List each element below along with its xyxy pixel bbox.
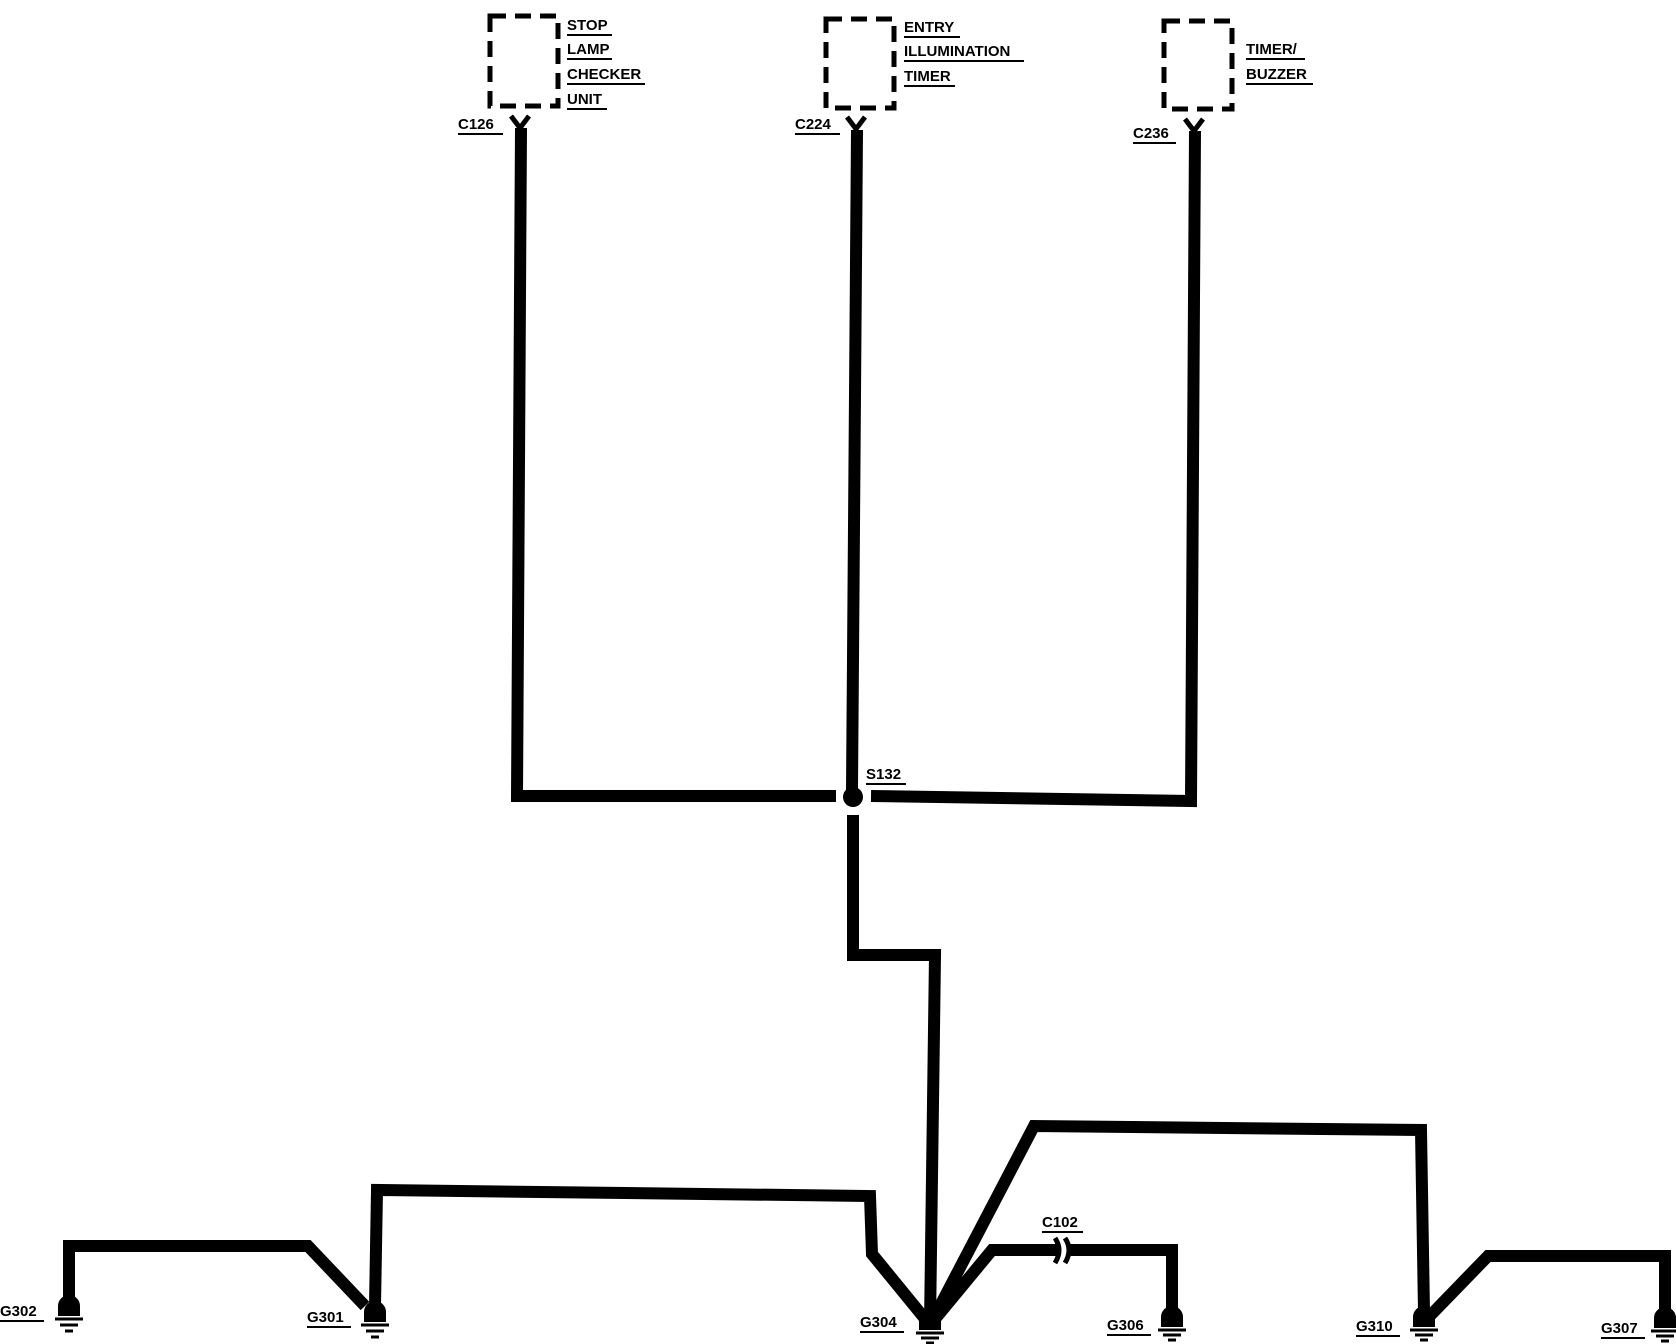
ground-g310-icon — [1410, 1306, 1438, 1342]
wire-g310-branch — [924, 1119, 1430, 1328]
ground-g302-icon — [55, 1295, 83, 1333]
wire-c236-to-s132 — [870, 130, 1201, 808]
svg-text:G301: G301 — [307, 1309, 344, 1326]
stop-lamp-checker-unit-box — [487, 13, 561, 109]
ground-g304-icon — [916, 1309, 944, 1344]
connector-c126-symbol — [509, 114, 531, 133]
svg-text:LAMP: LAMP — [567, 41, 610, 58]
svg-text:STOP: STOP — [567, 17, 608, 34]
connector-c236-symbol — [1183, 117, 1205, 136]
connector-c102-label: C102 — [1042, 1214, 1083, 1233]
ground-g304-label: G304 — [860, 1314, 904, 1333]
svg-text:S132: S132 — [866, 766, 901, 783]
splice-s132-label: S132 — [866, 766, 906, 785]
svg-text:C236: C236 — [1133, 125, 1169, 142]
connector-c126-label: C126 — [458, 116, 503, 135]
wire-s132-to-g304 — [847, 815, 942, 1326]
svg-text:TIMER: TIMER — [904, 68, 951, 85]
ground-g306-label: G306 — [1107, 1317, 1151, 1336]
ground-g307-label: G307 — [1601, 1320, 1645, 1339]
ground-g301-label: G301 — [307, 1309, 351, 1328]
svg-text:C224: C224 — [795, 116, 832, 133]
wire-c224-to-s132 — [846, 129, 863, 791]
ground-g301-icon — [361, 1301, 389, 1339]
svg-text:G304: G304 — [860, 1314, 897, 1331]
svg-text:G310: G310 — [1356, 1318, 1393, 1335]
wire-g306-drop — [1068, 1244, 1178, 1315]
svg-text:BUZZER: BUZZER — [1246, 66, 1307, 83]
svg-text:CHECKER: CHECKER — [567, 66, 641, 83]
svg-text:ENTRY: ENTRY — [904, 19, 954, 36]
ground-g307-icon — [1651, 1307, 1676, 1343]
entry-illumination-timer-label: ENTRY ILLUMINATION TIMER — [904, 19, 1024, 87]
svg-text:G306: G306 — [1107, 1317, 1144, 1334]
ground-g302-label: G302 — [0, 1303, 44, 1322]
wire-c126-to-s132 — [510, 127, 836, 802]
svg-text:TIMER/: TIMER/ — [1246, 41, 1298, 58]
ground-g306-icon — [1158, 1306, 1186, 1342]
svg-text:G307: G307 — [1601, 1320, 1638, 1337]
connector-c102-symbol — [1052, 1236, 1072, 1265]
svg-text:C102: C102 — [1042, 1214, 1078, 1231]
svg-text:UNIT: UNIT — [567, 91, 602, 108]
wire-g301-branch — [369, 1183, 935, 1329]
wire-g306-branch — [925, 1244, 1057, 1329]
connector-c236-label: C236 — [1133, 125, 1176, 144]
svg-text:ILLUMINATION: ILLUMINATION — [904, 43, 1010, 60]
wire-g302-branch — [63, 1240, 370, 1311]
svg-text:G302: G302 — [0, 1303, 37, 1320]
timer-buzzer-label: TIMER/ BUZZER — [1246, 41, 1313, 85]
stop-lamp-checker-unit-label: STOP LAMP CHECKER UNIT — [567, 17, 645, 110]
timer-buzzer-box — [1161, 18, 1235, 112]
entry-illumination-timer-box — [823, 16, 897, 111]
wire-g307-branch — [1419, 1250, 1671, 1327]
svg-text:C126: C126 — [458, 116, 494, 133]
connector-c224-label: C224 — [795, 116, 840, 135]
ground-g310-label: G310 — [1356, 1318, 1400, 1337]
connector-c224-symbol — [845, 115, 867, 134]
splice-s132-dot — [843, 787, 863, 807]
